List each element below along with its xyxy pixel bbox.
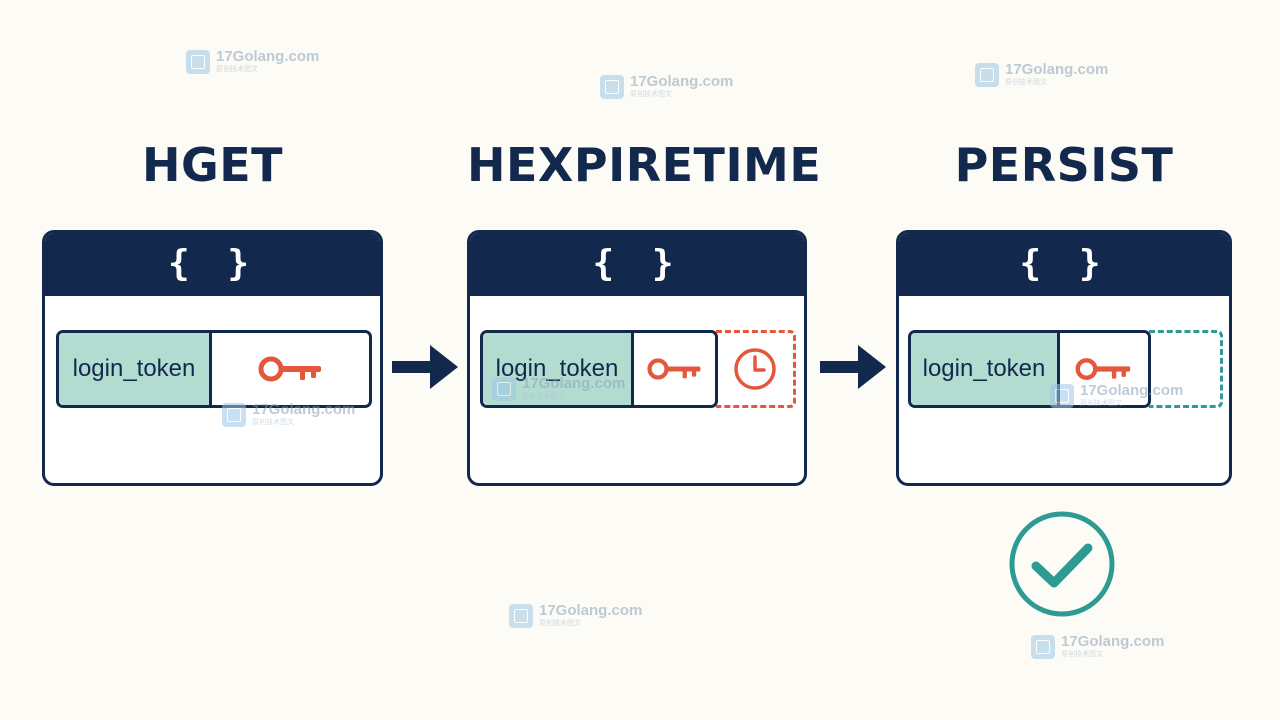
hash-braces-label: { } xyxy=(470,233,804,296)
arrow-right-icon xyxy=(392,345,458,389)
watermark-logo-icon xyxy=(509,604,533,628)
hash-card-hexpiretime: { } login_token xyxy=(467,230,807,486)
clock-icon xyxy=(733,348,776,390)
watermark-subtext: 原创技术图文 xyxy=(252,419,294,426)
field-value xyxy=(1060,333,1148,405)
watermark-logo-icon xyxy=(222,403,246,427)
watermark-logo-icon xyxy=(1050,384,1074,408)
stage-title-hexpiretime: HEXPIRETIME xyxy=(467,138,822,192)
watermark-text: 17Golang.com xyxy=(630,73,734,90)
watermark-text: 17Golang.com xyxy=(539,602,643,619)
hash-field-row: login_token xyxy=(56,330,372,408)
key-icon xyxy=(1075,358,1131,380)
watermark-logo-icon xyxy=(186,50,210,74)
field-name: login_token xyxy=(59,333,212,405)
watermark-subtext: 原创技术图文 xyxy=(522,393,564,400)
watermark: 17Golang.com 原创技术图文 xyxy=(1050,382,1183,408)
watermark-logo-icon xyxy=(600,75,624,99)
check-circle-icon xyxy=(1009,511,1115,617)
watermark-subtext: 原创技术图文 xyxy=(1080,400,1122,407)
watermark: 17Golang.com 原创技术图文 xyxy=(509,602,642,628)
watermark-subtext: 原创技术图文 xyxy=(1005,79,1047,86)
hash-field-row: login_token xyxy=(480,330,718,408)
stage-title-persist: PERSIST xyxy=(954,138,1174,192)
field-value xyxy=(212,333,369,405)
watermark-text: 17Golang.com xyxy=(216,48,320,65)
arrow-right-icon xyxy=(820,345,886,389)
watermark-subtext: 原创技术图文 xyxy=(216,66,258,73)
field-value xyxy=(634,333,715,405)
hash-card-persist: { } login_token xyxy=(896,230,1232,486)
hash-field-row: login_token xyxy=(908,330,1151,408)
ttl-slot-expiring xyxy=(716,330,796,408)
hash-card-hget: { } login_token xyxy=(42,230,383,486)
watermark: 17Golang.com 原创技术图文 xyxy=(1031,633,1164,659)
watermark-text: 17Golang.com xyxy=(1061,633,1165,650)
key-icon xyxy=(258,356,321,382)
watermark: 17Golang.com 原创技术图文 xyxy=(492,375,625,401)
field-name: login_token xyxy=(911,333,1060,405)
ttl-slot-removed xyxy=(1149,330,1223,408)
key-icon xyxy=(646,358,700,380)
watermark-subtext: 原创技术图文 xyxy=(630,91,672,98)
watermark: 17Golang.com 原创技术图文 xyxy=(186,48,319,74)
watermark-text: 17Golang.com xyxy=(1080,382,1184,399)
watermark: 17Golang.com 原创技术图文 xyxy=(222,401,355,427)
watermark-text: 17Golang.com xyxy=(522,375,626,392)
watermark-subtext: 原创技术图文 xyxy=(1061,651,1103,658)
watermark-logo-icon xyxy=(492,377,516,401)
watermark: 17Golang.com 原创技术图文 xyxy=(600,73,733,99)
watermark: 17Golang.com 原创技术图文 xyxy=(975,61,1108,87)
watermark-logo-icon xyxy=(1031,635,1055,659)
watermark-text: 17Golang.com xyxy=(252,401,356,418)
watermark-logo-icon xyxy=(975,63,999,87)
hash-braces-label: { } xyxy=(45,233,380,296)
watermark-subtext: 原创技术图文 xyxy=(539,620,581,627)
watermark-text: 17Golang.com xyxy=(1005,61,1109,78)
stage-title-hget: HGET xyxy=(141,138,284,192)
hash-braces-label: { } xyxy=(899,233,1229,296)
